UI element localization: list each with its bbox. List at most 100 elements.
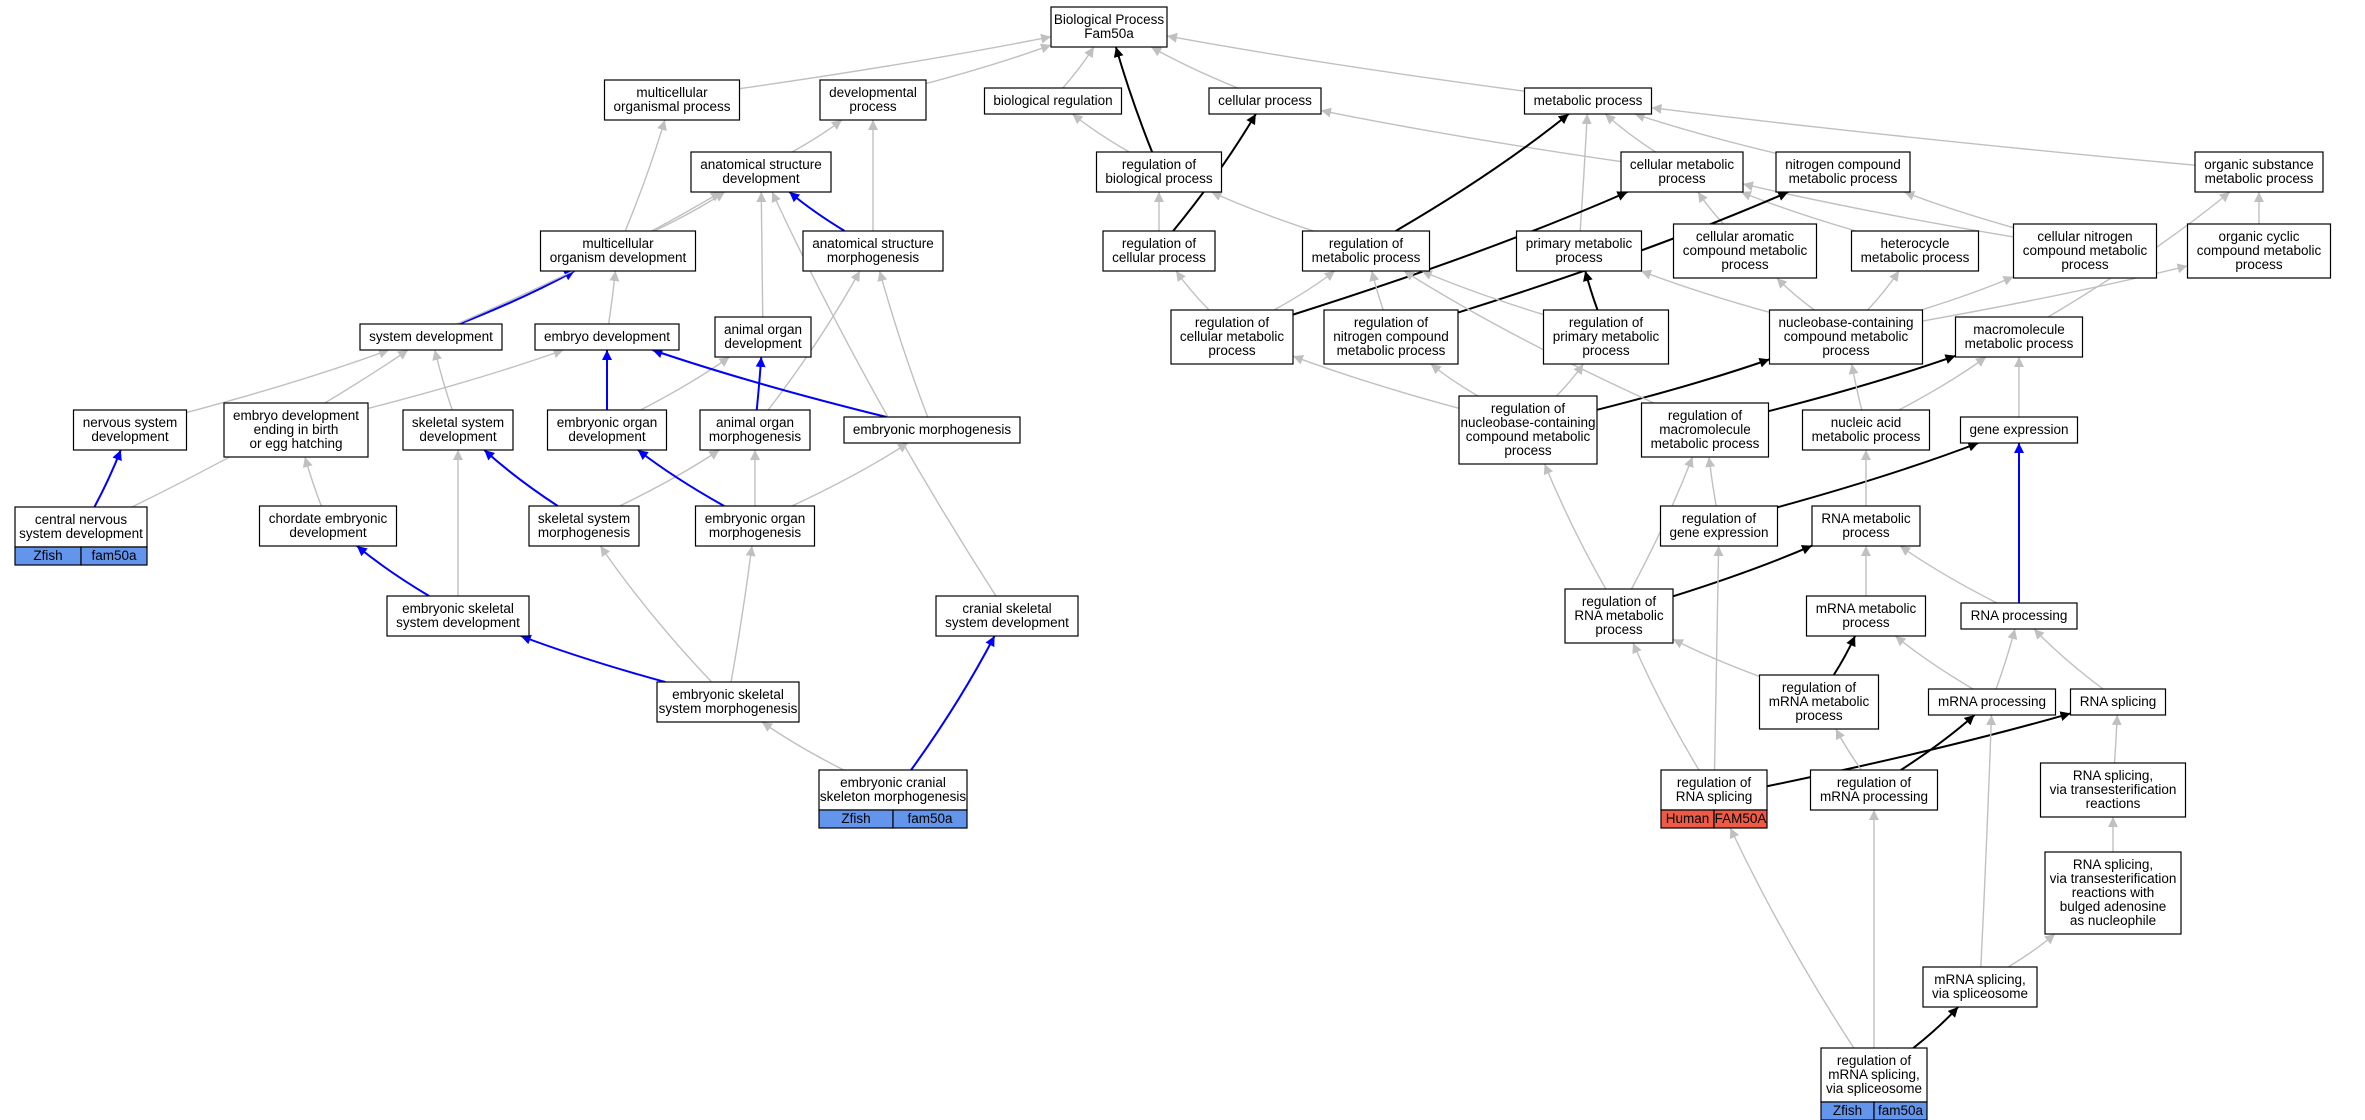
term-box: [1959, 416, 2079, 444]
edge-regulation-of-rna-metabolic-process-to-regulation-of-nucleobase-containing: [1543, 463, 1607, 590]
edge-anatomical-structure-development-to-developmental-process: [791, 119, 843, 153]
gene-tag-label: fam50a: [907, 811, 953, 826]
term-label-line: RNA metabolic: [1821, 511, 1911, 526]
term-box: [386, 595, 530, 637]
term-label-line: development: [91, 429, 169, 444]
edge-regulation-of-rna-metabolic-process-to-rna-metabolic-process: [1672, 544, 1813, 598]
term-node-gene-expression: gene expression: [1959, 416, 2079, 444]
term-label-line: embryonic morphogenesis: [853, 422, 1012, 437]
term-box: [1515, 230, 1643, 272]
term-label-line: regulation of: [1491, 401, 1566, 416]
term-label-line: via spliceosome: [1826, 1081, 1922, 1096]
term-label-line: primary metabolic: [1553, 329, 1660, 344]
edge-regulation-of-primary-metabolic-process-to-primary-metabolic-process: [1582, 270, 1599, 311]
term-box: [1564, 588, 1674, 644]
term-node-embryo-development: embryo development: [534, 323, 680, 351]
edge-central-nervous-system-development-to-nervous-system-development: [93, 449, 122, 508]
term-label-line: cellular process: [1218, 93, 1312, 108]
term-label-line: nucleic acid: [1831, 415, 1902, 430]
edge-cellular-metabolic-process-to-cellular-process: [1320, 107, 1622, 163]
edge-embryonic-skeletal-system-morphogenesis-to-embryonic-skeletal-system-development: [520, 634, 666, 683]
term-label-line: regulation of: [1782, 680, 1857, 695]
term-box: [1758, 674, 1880, 730]
term-label-line: regulation of: [1837, 775, 1912, 790]
term-label-line: cranial skeletal: [962, 601, 1051, 616]
term-node-cellular-process: cellular process: [1208, 87, 1322, 115]
term-label-line: RNA splicing: [2080, 694, 2157, 709]
term-box: [1768, 309, 1924, 365]
edge-embryonic-cranial-skeleton-morphogenesis-to-embryonic-skeletal-system-morphogenesis: [761, 721, 844, 771]
term-label-line: cellular aromatic: [1696, 229, 1795, 244]
term-box: [1922, 966, 2038, 1008]
edge-rna-splicing-via-transesterification-to-rna-splicing: [2111, 714, 2122, 764]
term-label-line: process: [1658, 171, 1706, 186]
edge-skeletal-system-morphogenesis-to-skeletal-system-development: [483, 449, 559, 507]
edge-skeletal-system-development-to-system-development: [432, 349, 453, 411]
edge-developmental-process-to-root: [925, 43, 1052, 85]
edge-regulation-of-mrna-processing-to-regulation-of-mrna-metabolic-process: [1835, 728, 1863, 771]
edge-regulation-of-biological-process-to-biological-regulation: [1071, 113, 1130, 153]
term-label-line: development: [419, 429, 497, 444]
edge-cellular-metabolic-process-to-metabolic-process: [1604, 113, 1656, 153]
term-label-line: metabolic process: [1812, 429, 1921, 444]
term-label-line: organic substance: [2204, 157, 2314, 172]
term-box: [1323, 309, 1459, 365]
edge-regulation-of-nucleobase-containing-to-nucleobase-containing-compound-metabolic-process: [1596, 357, 1770, 411]
term-node-regulation-of-nucleobase-containing: regulation ofnucleobase-containingcompou…: [1458, 395, 1598, 465]
term-label-line: RNA splicing: [1676, 789, 1753, 804]
edge-embryonic-skeletal-system-development-to-chordate-embryonic-development: [356, 545, 430, 597]
term-label-line: embryo development: [544, 329, 670, 344]
term-label-line: process: [1795, 708, 1843, 723]
term-label-line: skeleton morphogenesis: [820, 789, 967, 804]
term-label-line: process: [1822, 343, 1870, 358]
edge-embryonic-morphogenesis-to-anatomical-structure-morphogenesis: [877, 270, 929, 418]
term-label-line: regulation of: [1682, 511, 1757, 526]
edge-regulation-of-macromolecule-metabolic-process-to-regulation-of-metabolic-process: [1403, 270, 1655, 404]
term-label-line: compound metabolic: [1683, 243, 1808, 258]
term-label-line: process: [1504, 443, 1552, 458]
term-label-line: multicellular: [582, 236, 654, 251]
edge-multicellular-organism-development-to-anatomical-structure-development: [653, 191, 726, 232]
edge-nucleic-acid-metabolic-process-to-nucleobase-containing-compound-metabolic-process: [1848, 363, 1863, 411]
edge-organic-substance-metabolic-process-to-metabolic-process: [1651, 103, 2196, 166]
term-label-line: skeletal system: [538, 511, 630, 526]
edge-regulation-of-mrna-metabolic-process-to-regulation-of-rna-metabolic-process: [1672, 638, 1760, 678]
edge-regulation-of-cellular-metabolic-process-to-regulation-of-cellular-process: [1175, 270, 1210, 311]
edge-regulation-of-nitrogen-compound-metabolic-process-to-regulation-of-metabolic-process: [1369, 270, 1384, 311]
edge-regulation-of-cellular-metabolic-process-to-cellular-metabolic-process: [1292, 191, 1628, 316]
species-tag-label: Human: [1666, 811, 1710, 826]
edge-embryonic-skeletal-system-morphogenesis-to-skeletal-system-morphogenesis: [599, 545, 713, 683]
term-label-line: mRNA metabolic: [1769, 694, 1870, 709]
term-box: [1170, 309, 1294, 365]
term-label-line: embryonic cranial: [840, 775, 946, 790]
edge-nucleobase-containing-compound-metabolic-process-to-organic-cyclic-compound-metabolic-process: [1922, 263, 2188, 322]
edge-mrna-splicing-via-spliceosome-to-rna-splicing-bulged-adenosine: [2007, 933, 2056, 968]
edge-animal-organ-development-to-anatomical-structure-development: [756, 191, 767, 318]
edge-skeletal-system-morphogenesis-to-animal-organ-morphogenesis: [619, 449, 720, 507]
edge-regulation-of-primary-metabolic-process-to-regulation-of-metabolic-process: [1421, 270, 1544, 316]
term-node-embryonic-morphogenesis: embryonic morphogenesis: [843, 416, 1021, 444]
gene-tag: [892, 809, 968, 829]
term-label-line: via spliceosome: [1932, 986, 2028, 1001]
term-box: [546, 409, 668, 451]
term-label-line: morphogenesis: [538, 525, 631, 540]
term-label-line: regulation of: [1329, 236, 1404, 251]
term-box: [1927, 688, 2057, 716]
term-label-line: RNA splicing,: [2073, 857, 2153, 872]
edge-embryonic-cranial-skeleton-morphogenesis-to-cranial-skeletal-system-development: [910, 635, 996, 771]
term-box: [1672, 223, 1818, 279]
edge-embryo-development-ending-in-birth-to-embryo-development: [367, 348, 564, 410]
term-label-line: mRNA splicing,: [1934, 972, 2026, 987]
term-box: [2069, 688, 2167, 716]
term-box: [1659, 505, 1779, 547]
term-box: [1208, 87, 1322, 115]
